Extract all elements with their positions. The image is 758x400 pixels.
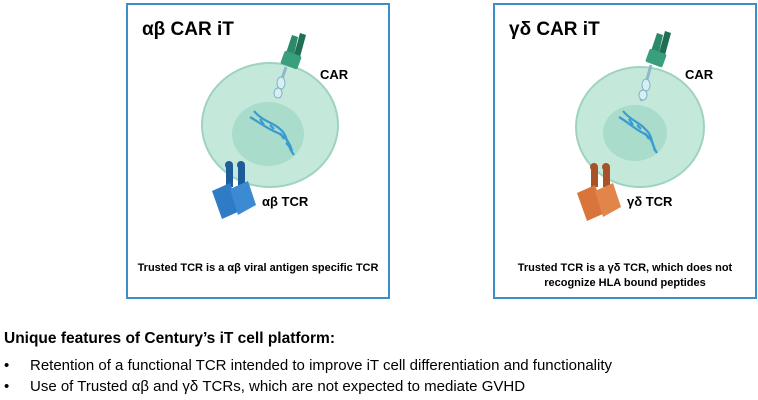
car-label: CAR — [320, 67, 349, 82]
list-item: • Use of Trusted αβ and γδ TCRs, which ar… — [4, 376, 612, 397]
tcr-label: αβ TCR — [262, 194, 309, 209]
alpha-beta-tcr-icon — [212, 161, 256, 219]
gamma-delta-cell-illustration — [575, 31, 705, 221]
nucleus — [232, 102, 304, 166]
bullet-icon: • — [4, 357, 10, 374]
nucleus — [603, 105, 667, 161]
car-receptor-icon — [273, 33, 306, 99]
bullet-icon: • — [4, 378, 10, 395]
feature-text: Retention of a functional TCR intended t… — [30, 357, 613, 374]
car-label: CAR — [685, 67, 714, 82]
alpha-beta-car-it-panel: αβ CAR iT CAR αβ TCR Trusted TCR is a αβ… — [126, 3, 390, 299]
panel-title: αβ CAR iT — [142, 19, 234, 40]
car-receptor-icon — [638, 31, 671, 102]
panel-caption: Trusted TCR is a γδ TCR, which does not … — [517, 262, 733, 289]
gamma-delta-car-it-panel: γδ CAR iT CAR γδ TCR Trusted TCR is a γδ… — [493, 3, 757, 299]
panel-title: γδ CAR iT — [509, 19, 600, 40]
list-item: • Retention of a functional TCR intended … — [4, 355, 612, 376]
features-heading: Unique features of Century’s iT cell pla… — [4, 330, 336, 347]
feature-text: Use of Trusted αβ and γδ TCRs, which are… — [30, 378, 526, 395]
dna-helix-icon — [249, 110, 295, 156]
tcr-label: γδ TCR — [627, 194, 673, 209]
features-list: • Retention of a functional TCR intended … — [4, 355, 612, 397]
panel-caption: Trusted TCR is a αβ viral antigen specif… — [137, 262, 379, 274]
alpha-beta-cell-illustration — [201, 33, 339, 219]
gamma-delta-tcr-icon — [577, 163, 621, 221]
dna-helix-icon — [618, 110, 658, 154]
